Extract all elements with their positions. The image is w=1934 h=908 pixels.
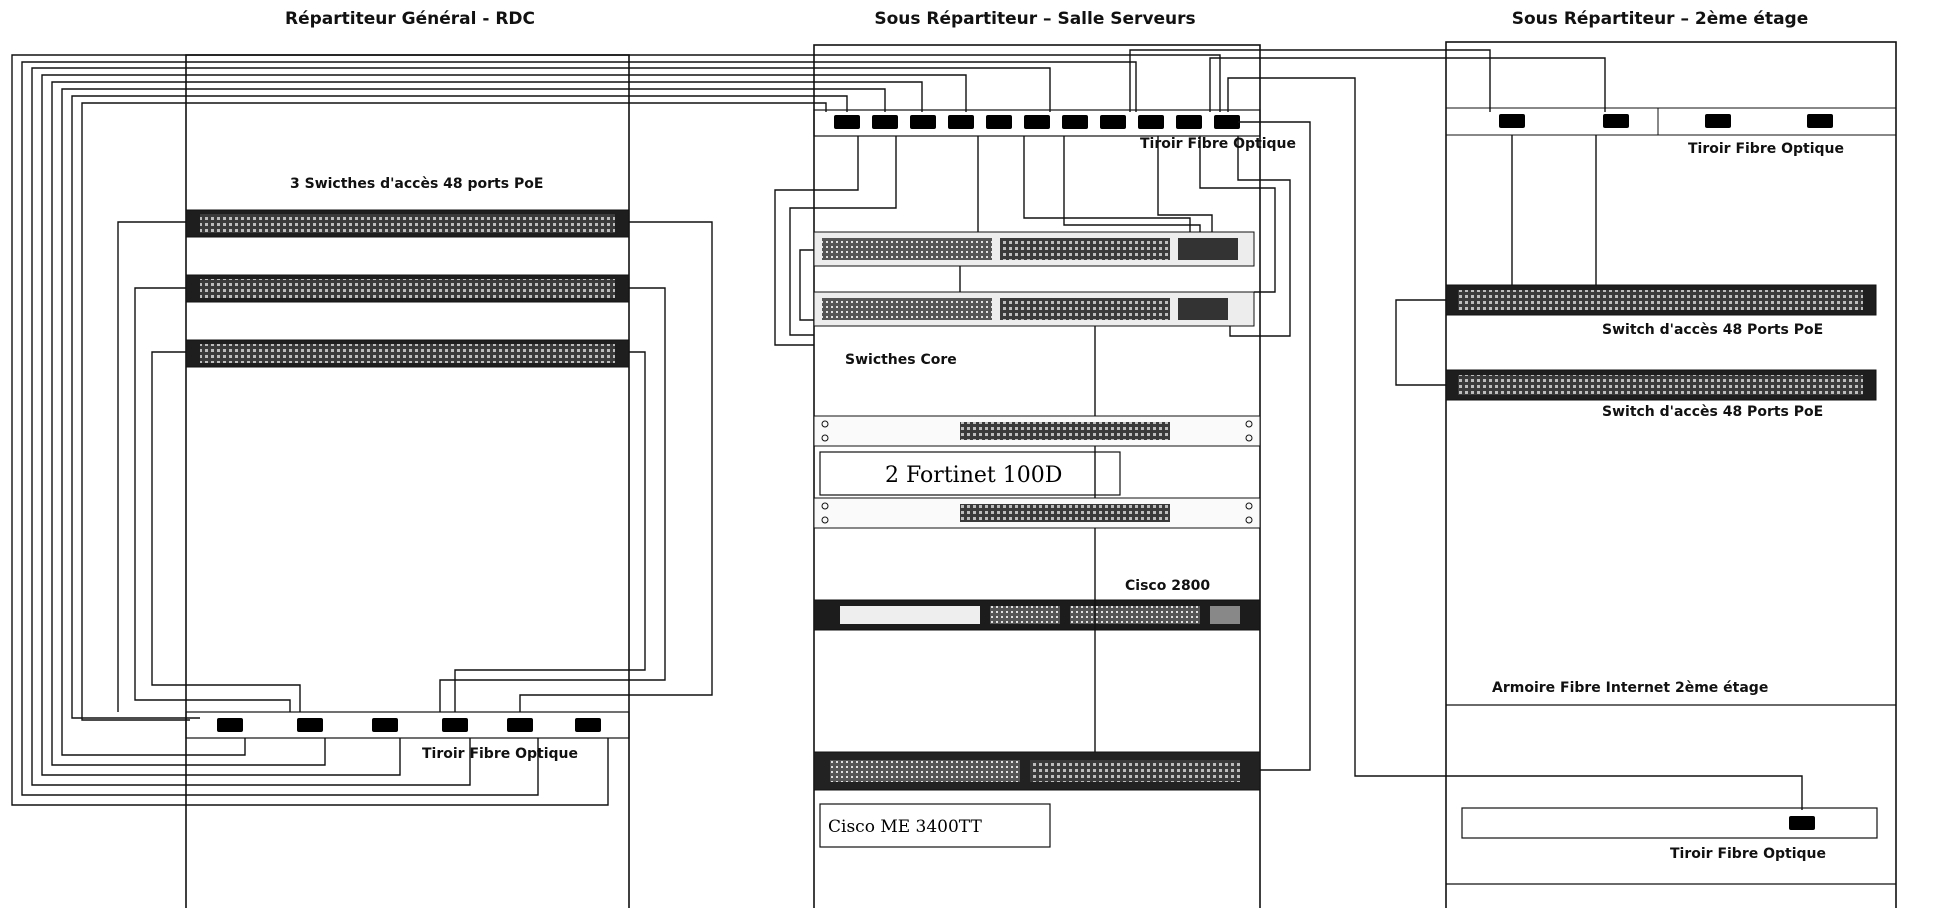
fortinet-label-box: [819, 451, 1121, 496]
fiber-drawer-floor2-ports: [1499, 114, 1833, 128]
internet-fiber-port: [1789, 816, 1815, 830]
rack-title-rdc: Répartiteur Général - RDC: [285, 9, 535, 29]
server-drawer-label: Tiroir Fibre Optique: [1140, 136, 1296, 152]
cisco-me3400-switch: [813, 751, 1261, 791]
rack-frame-server-room: [813, 44, 1261, 908]
internet-fiber-drawer: [1461, 807, 1878, 839]
cisco-2800-router: [813, 599, 1261, 631]
floor2-switch-2: [1445, 369, 1877, 401]
core-switches-label: Swicthes Core: [845, 352, 957, 368]
floor2-switch-1: [1445, 284, 1877, 316]
rack-title-server-room: Sous Répartiteur – Salle Serveurs: [874, 9, 1195, 29]
fortinet-firewall-2: [813, 497, 1261, 529]
rdc-switch-3: [185, 339, 630, 368]
cisco2800-label: Cisco 2800: [1125, 578, 1210, 594]
me3400-label-box: [819, 803, 1051, 848]
internet-cabinet-label: Armoire Fibre Internet 2ème étage: [1492, 680, 1768, 696]
rack-title-floor2: Sous Répartiteur – 2ème étage: [1512, 9, 1809, 29]
rack-frame-floor2: [1445, 41, 1897, 908]
floor2-switch-label-2: Switch d'accès 48 Ports PoE: [1602, 404, 1823, 420]
core-switch-2: [813, 291, 1255, 327]
rdc-switch-2: [185, 274, 630, 303]
fiber-drawer-server-room: [813, 109, 1261, 137]
fiber-drawer-rdc-ports: [217, 718, 601, 732]
internet-drawer-label: Tiroir Fibre Optique: [1670, 846, 1826, 862]
rdc-switches-label: 3 Swicthes d'accès 48 ports PoE: [290, 176, 543, 192]
rdc-drawer-label: Tiroir Fibre Optique: [422, 746, 578, 762]
fiber-cabling: [11, 49, 1803, 810]
fortinet-firewall-1: [813, 415, 1261, 447]
fortinet-label: 2 Fortinet 100D: [885, 463, 1062, 488]
fiber-drawer-server-ports: [834, 115, 1240, 129]
fiber-drawer-rdc: [185, 711, 630, 739]
floor2-switch-label-1: Switch d'accès 48 Ports PoE: [1602, 322, 1823, 338]
me3400-label: Cisco ME 3400TT: [828, 817, 982, 837]
floor2-drawer-label: Tiroir Fibre Optique: [1688, 141, 1844, 157]
rdc-switch-1: [185, 209, 630, 238]
core-switch-1: [813, 231, 1255, 267]
